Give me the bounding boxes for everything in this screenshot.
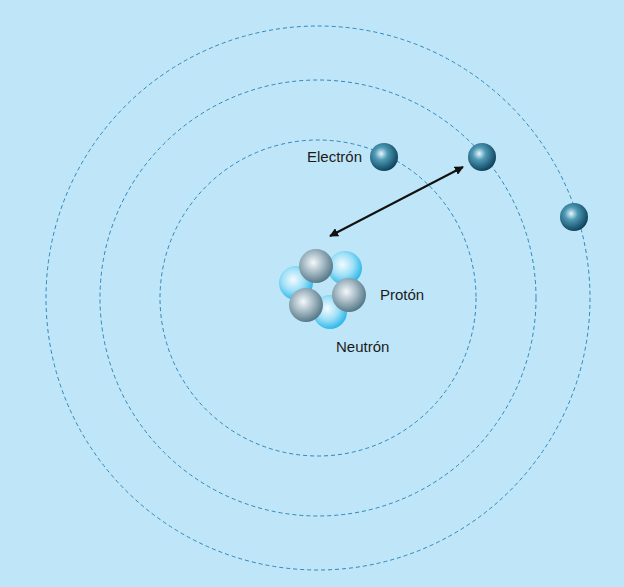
electron: [560, 203, 588, 231]
electron: [370, 143, 398, 171]
distance-arrow: [330, 167, 463, 236]
proton: [299, 249, 333, 283]
orbit-middle: [100, 80, 536, 516]
label-holder: Electrón: [307, 149, 362, 166]
label-holder: Protón: [380, 287, 424, 304]
part-label: Protón: [380, 287, 424, 304]
proton: [289, 288, 323, 322]
nucleus: [279, 249, 366, 329]
part-label: Neutrón: [336, 339, 389, 356]
label-holder: Neutrón: [336, 339, 389, 356]
proton: [332, 278, 366, 312]
electrons: [370, 143, 588, 231]
electron: [468, 143, 496, 171]
part-label: Electrón: [307, 149, 362, 166]
orbit-inner: [160, 140, 476, 456]
orbit-outer: [46, 26, 590, 570]
orbits: [46, 26, 590, 570]
